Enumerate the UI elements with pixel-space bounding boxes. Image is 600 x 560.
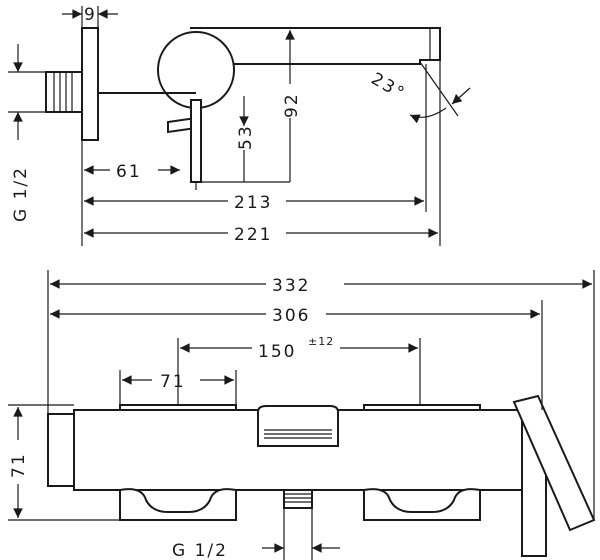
dim-lever-offset: 61	[116, 162, 142, 182]
dim-total-width: 332	[272, 276, 310, 296]
dim-depth-inner: 213	[234, 193, 272, 213]
lever	[190, 99, 202, 183]
top-plate-left	[119, 404, 237, 411]
front-view: 332 306 150 ±12 71 71 G 1/2	[8, 270, 596, 560]
side-view: 9 G 1/2 61 53 92 23° 213	[8, 5, 471, 246]
dim-height: 71	[9, 452, 29, 478]
dim-centers-tolerance: ±12	[308, 335, 334, 348]
spout-outlet	[257, 405, 339, 447]
wall-plate	[81, 27, 99, 141]
top-plate-right	[363, 404, 481, 411]
dim-spout-height: 92	[282, 92, 302, 118]
dim-centers: 150	[258, 342, 296, 362]
dim-body-height: 53	[236, 124, 256, 150]
eccentric-right	[363, 488, 481, 521]
dim-wall-thickness: 9	[84, 5, 97, 25]
dim-thread-front: G 1/2	[172, 541, 228, 560]
mixer-body	[157, 31, 235, 109]
dim-eccentric: 71	[160, 372, 186, 392]
dim-depth-outer: 221	[234, 225, 272, 245]
dim-angle: 23°	[368, 69, 409, 104]
shower-outlet	[283, 489, 313, 509]
left-end-cap	[47, 413, 75, 487]
dim-thread-side: G 1/2	[11, 166, 31, 222]
thread-connector	[45, 71, 83, 113]
dim-body-width: 306	[272, 306, 310, 326]
eccentric-left	[119, 488, 237, 521]
